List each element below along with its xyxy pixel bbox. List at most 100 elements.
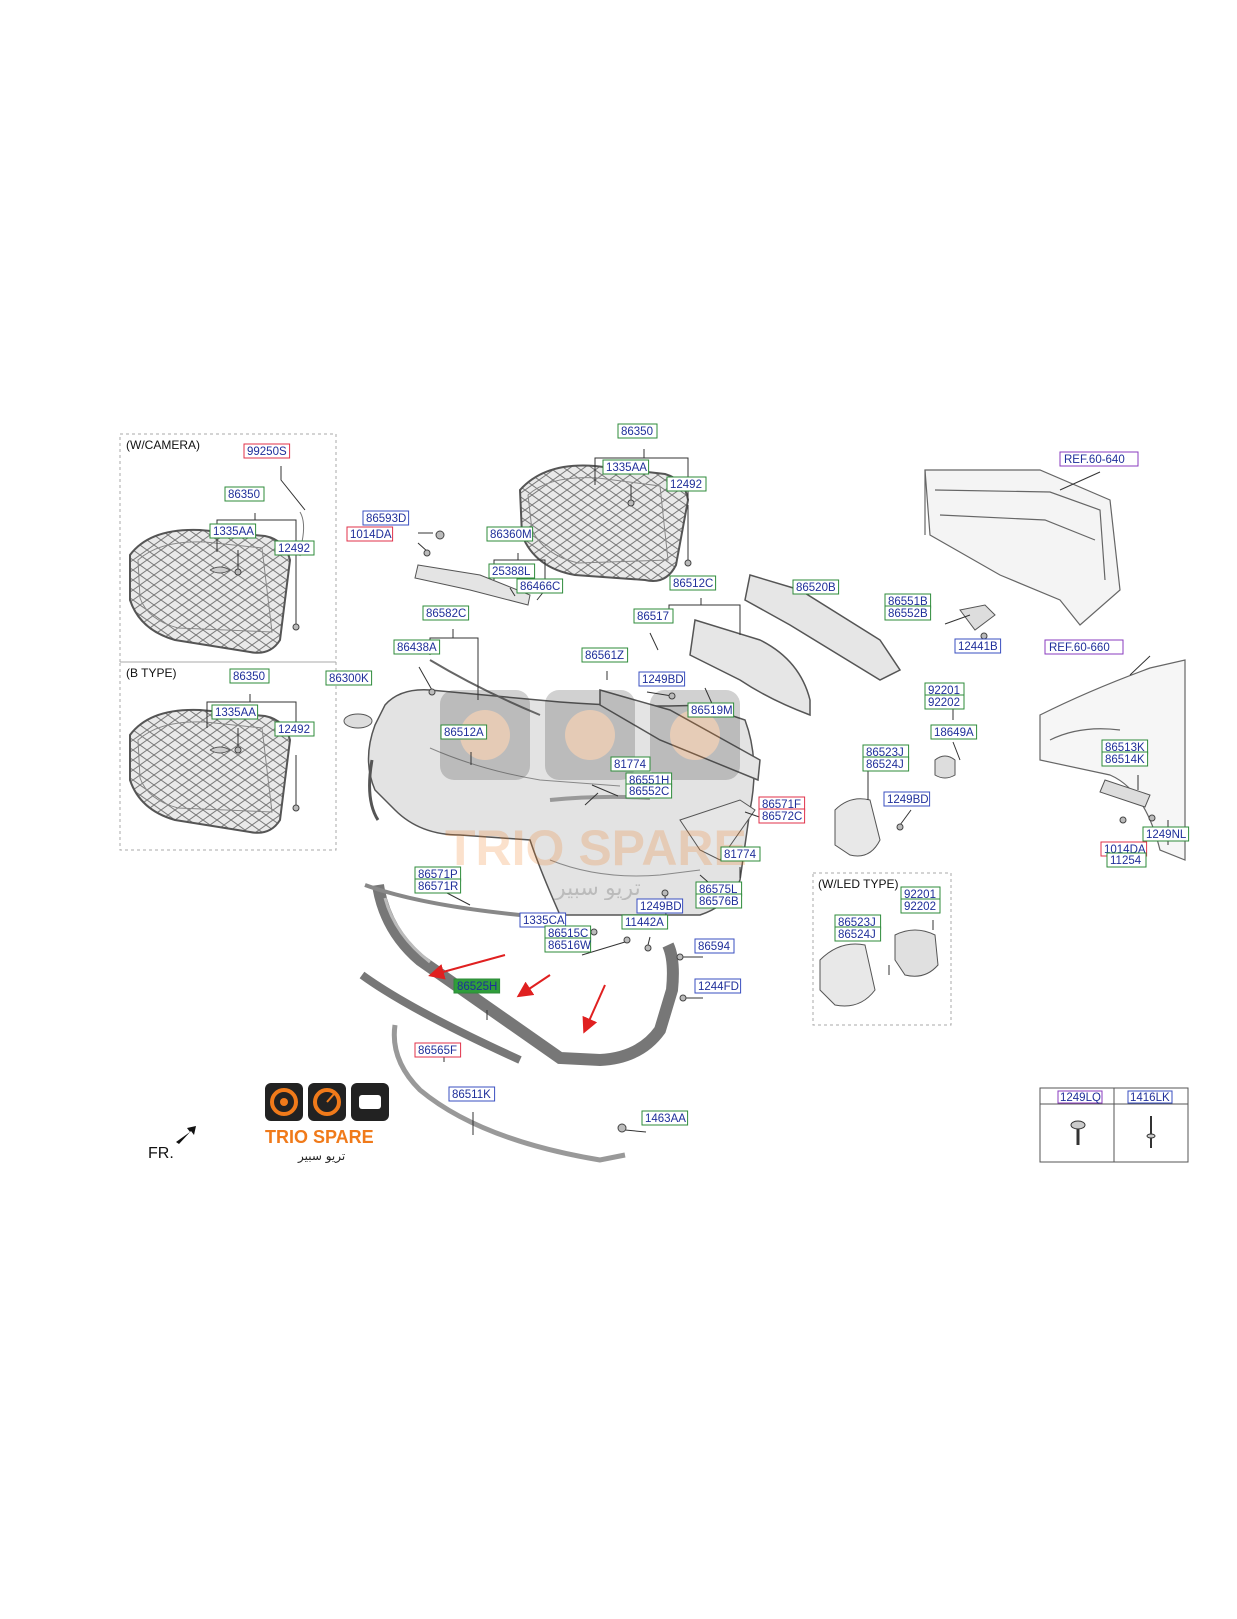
- legend-left-label: 1249LQ: [1060, 1092, 1101, 1104]
- part-number-86513k: 86513K: [1105, 742, 1145, 754]
- part-number-1335aa: 1335AA: [606, 462, 647, 474]
- part-number-86594: 86594: [698, 941, 731, 953]
- screw-icon: [644, 944, 652, 952]
- part-number-86520b: 86520B: [796, 582, 836, 594]
- clip-icon: [435, 530, 445, 540]
- part-number-12492: 12492: [278, 543, 310, 555]
- part-label-box: [440, 724, 488, 740]
- part-label-box: [448, 1086, 496, 1102]
- part-number-99250s: 99250S: [247, 446, 287, 458]
- part-number-86571r: 86571R: [418, 881, 458, 893]
- red-arrow: [582, 984, 606, 1034]
- part-number-86511k: 86511K: [452, 1089, 491, 1101]
- led-section-title: (W/LED TYPE): [818, 877, 898, 891]
- part-number-86571f: 86571F: [762, 799, 801, 811]
- part-number-1249bd: 1249BD: [642, 674, 684, 686]
- red-arrow: [428, 954, 506, 980]
- part-number-11442a: 11442A: [625, 917, 664, 929]
- part-number-1335aa: 1335AA: [215, 707, 256, 719]
- part-labels: 99250S863501335AA12492863501335AA1249286…: [209, 423, 1190, 1126]
- part-number-86524j: 86524J: [866, 759, 904, 771]
- part-label-box: [900, 898, 941, 914]
- part-number-86552b: 86552B: [888, 608, 928, 620]
- part-label-box: [274, 540, 315, 556]
- lower-cover-illustration: [372, 883, 679, 1067]
- part-number-1335aa: 1335AA: [213, 526, 254, 538]
- part-label-box: [669, 575, 717, 591]
- part-label-box: [633, 608, 674, 624]
- part-label-box: [229, 668, 270, 684]
- part-label-box: [209, 523, 257, 539]
- part-number-86571p: 86571P: [418, 869, 458, 881]
- ref-box: [1059, 451, 1139, 467]
- part-label-box: [1106, 852, 1147, 868]
- led-lamp-illustration: [894, 929, 939, 977]
- part-number-86360m: 86360M: [490, 529, 532, 541]
- part-label-box: [486, 526, 534, 542]
- part-number-86514k: 86514K: [1105, 754, 1145, 766]
- part-number-86350: 86350: [233, 671, 265, 683]
- bracket-illustration: [959, 604, 996, 631]
- screw-icon: [661, 889, 669, 897]
- part-label-box: [687, 702, 735, 718]
- part-label-box: [325, 670, 373, 686]
- part-label-box: [884, 605, 932, 621]
- watermark-arabic: تريو سبير: [554, 875, 641, 900]
- fastener-legend: 1249LQ 1416LK: [1039, 1087, 1189, 1163]
- part-label-box: [243, 443, 291, 459]
- front-arrow-icon: [176, 1126, 196, 1144]
- energy-absorber-illustration: [744, 574, 902, 681]
- btype-section-title: (B TYPE): [126, 666, 176, 680]
- part-label-box: [758, 808, 806, 824]
- part-label-box: [1142, 826, 1190, 842]
- part-number-81774: 81774: [724, 849, 757, 861]
- part-number-18649a: 18649A: [934, 727, 974, 739]
- part-number-86561z: 86561Z: [585, 650, 624, 662]
- part-number-92201: 92201: [928, 685, 960, 697]
- part-label-box: [638, 671, 686, 687]
- part-number-1249bd: 1249BD: [640, 901, 682, 913]
- screw-icon: [679, 994, 687, 1002]
- part-number-86523j: 86523J: [866, 747, 904, 759]
- part-label-box: [393, 639, 441, 655]
- ref-box: [1044, 639, 1124, 655]
- part-number-86582c: 86582C: [426, 608, 466, 620]
- engine-icon: [359, 1095, 381, 1109]
- screw-icon: [1119, 816, 1127, 824]
- part-label-box: [954, 638, 1002, 654]
- part-number-86438a: 86438A: [397, 642, 437, 654]
- part-label-box: [211, 704, 259, 720]
- part-number-92201: 92201: [904, 889, 936, 901]
- part-number-86552c: 86552C: [629, 786, 669, 798]
- clip-icon: [617, 1123, 627, 1133]
- part-label-box: [544, 937, 592, 953]
- part-number-86551b: 86551B: [888, 596, 928, 608]
- part-number-1014da: 1014DA: [350, 529, 392, 541]
- part-number-11254: 11254: [1110, 855, 1142, 867]
- part-label-box: [610, 756, 651, 772]
- part-number-92202: 92202: [904, 901, 936, 913]
- part-number-86575l: 86575L: [699, 884, 738, 896]
- part-label-box: [695, 893, 743, 909]
- legend-right-label: 1416LK: [1130, 1092, 1170, 1104]
- part-number-1249nl: 1249NL: [1146, 829, 1187, 841]
- led-cover-illustration: [819, 943, 876, 1007]
- screw-icon: [684, 559, 692, 567]
- ref-label-1: REF.60-640: [1064, 454, 1125, 466]
- part-label-box: [1101, 751, 1149, 767]
- part-number-1244fd: 1244FD: [698, 981, 739, 993]
- side-bracket-r-illustration: [679, 799, 756, 861]
- speaker-icon: [270, 1088, 298, 1116]
- part-label-box: [414, 878, 462, 894]
- part-label-box: [694, 938, 735, 954]
- part-label-box: [621, 914, 669, 930]
- molding-strip-upper: [364, 883, 521, 917]
- part-label-box: [862, 756, 910, 772]
- part-label-box: [602, 459, 650, 475]
- part-number-1335ca: 1335CA: [523, 915, 565, 927]
- part-label-box: [274, 721, 315, 737]
- clip-icon: [428, 688, 436, 696]
- lower-beam-illustration: [599, 689, 761, 782]
- part-number-25388l: 25388L: [492, 566, 531, 578]
- btype-section-box: [119, 661, 337, 851]
